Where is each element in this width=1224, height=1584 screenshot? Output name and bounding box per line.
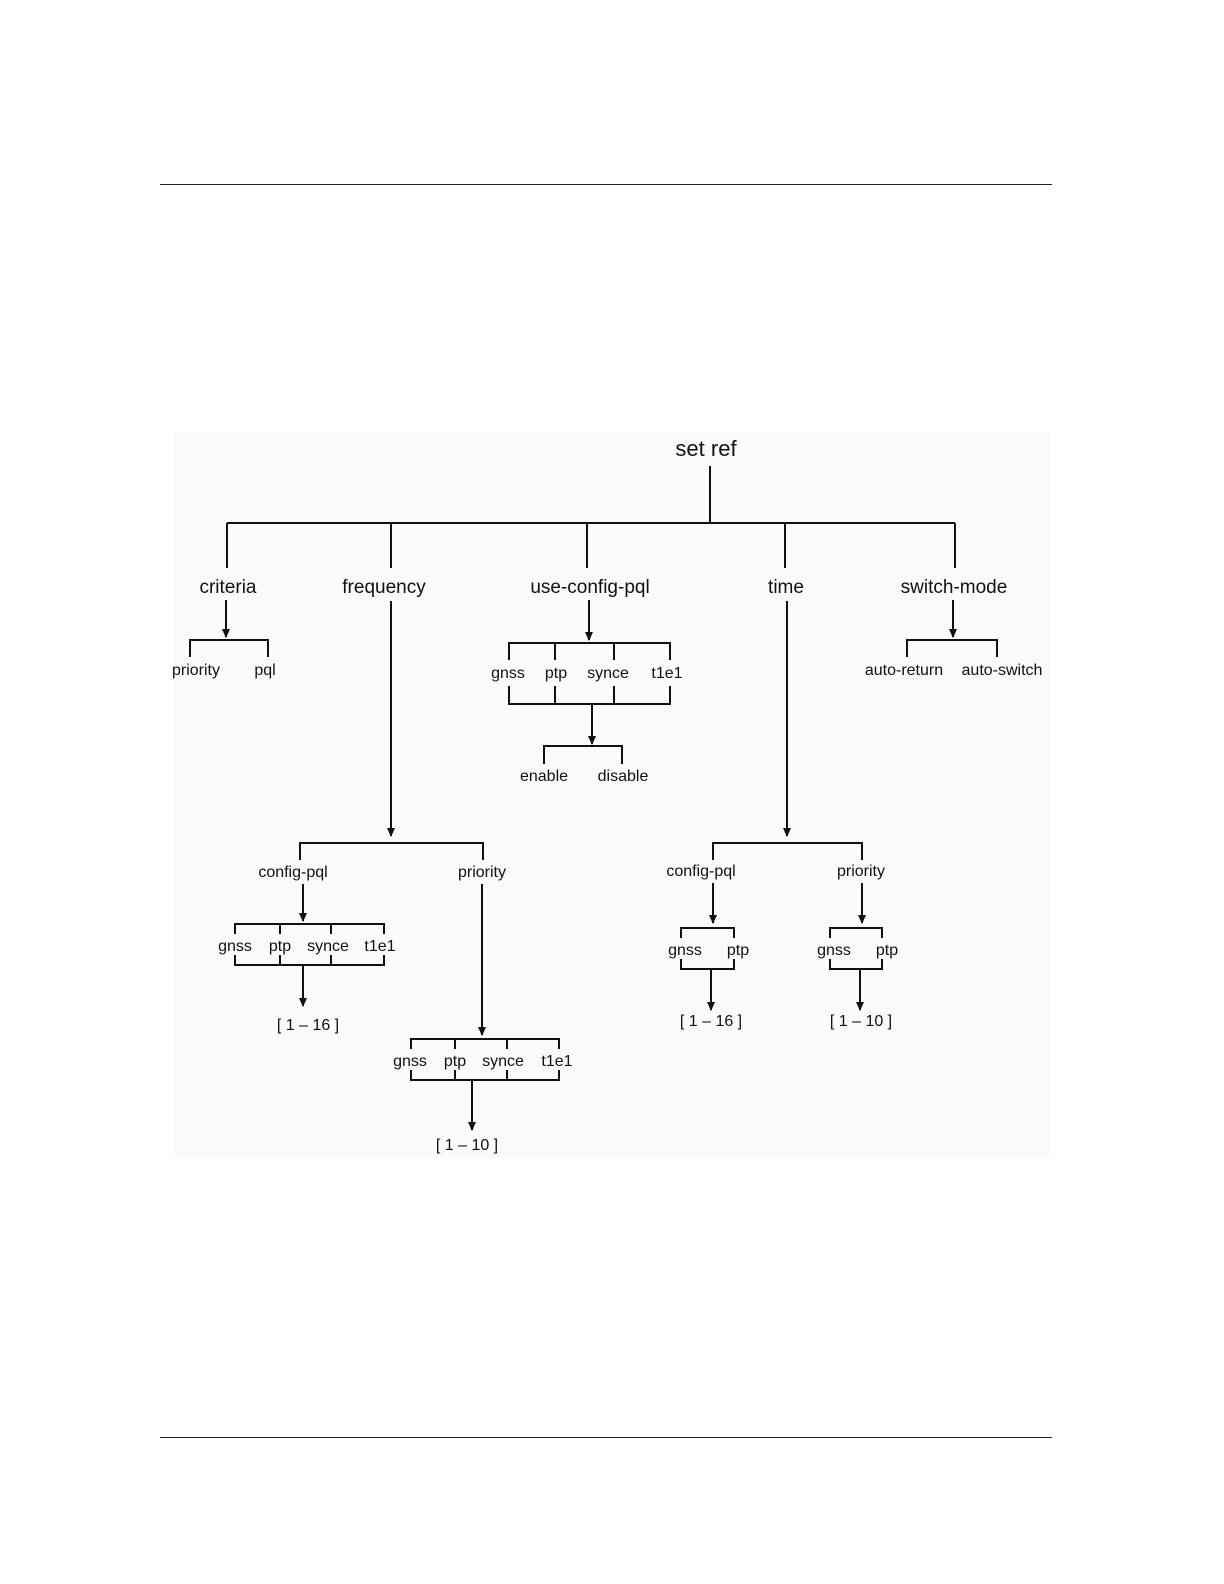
frequency-config-pql-ref-t1e1: t1e1 (364, 938, 395, 955)
time-config-pql-ref-ptp: ptp (727, 942, 749, 959)
time-label: time (768, 577, 804, 598)
time-config-pql-range: [ 1 – 16 ] (680, 1013, 742, 1030)
switch-mode-option-auto-switch: auto-switch (962, 662, 1043, 679)
criteria-option-pql: pql (254, 662, 275, 679)
frequency-priority-range: [ 1 – 10 ] (436, 1137, 498, 1154)
frequency-config-pql-ref-gnss: gnss (218, 938, 252, 955)
use-config-pql-ref-ptp: ptp (545, 665, 567, 682)
use-config-pql-ref-gnss: gnss (491, 665, 525, 682)
use-config-pql-ref-synce: synce (587, 665, 629, 682)
frequency-priority-label: priority (458, 864, 506, 881)
criteria-connectors (190, 600, 268, 657)
use-config-pql-state-disable: disable (598, 768, 649, 785)
time-priority-ref-gnss: gnss (817, 942, 851, 959)
switch-mode-connectors (907, 600, 997, 657)
use-config-pql-label: use-config-pql (530, 577, 649, 598)
switch-mode-option-auto-return: auto-return (865, 662, 943, 679)
frequency-priority-ref-synce: synce (482, 1053, 524, 1070)
root-label: set ref (675, 436, 737, 461)
frequency-config-pql-ref-synce: synce (307, 938, 349, 955)
footer-rule (160, 1437, 1052, 1438)
root-connectors (227, 466, 955, 568)
time-priority-label: priority (837, 863, 885, 880)
frequency-label: frequency (342, 577, 426, 598)
frequency-connectors (300, 601, 483, 860)
time-config-pql-ref-gnss: gnss (668, 942, 702, 959)
time-priority-range: [ 1 – 10 ] (830, 1013, 892, 1030)
switch-mode-label: switch-mode (901, 577, 1008, 598)
time-connectors (713, 601, 862, 860)
frequency-priority-ref-gnss: gnss (393, 1053, 427, 1070)
frequency-priority-ref-ptp: ptp (444, 1053, 466, 1070)
frequency-config-pql-range: [ 1 – 16 ] (277, 1017, 339, 1034)
criteria-option-priority: priority (172, 662, 220, 679)
frequency-priority-ref-t1e1: t1e1 (541, 1053, 572, 1070)
frequency-priority-connectors (411, 884, 559, 1130)
use-config-pql-ref-t1e1: t1e1 (651, 665, 682, 682)
time-config-pql-label: config-pql (666, 863, 735, 880)
use-config-pql-state-enable: enable (520, 768, 568, 785)
use-config-pql-connectors (509, 600, 670, 764)
frequency-config-pql-ref-ptp: ptp (269, 938, 291, 955)
criteria-label: criteria (199, 577, 256, 598)
time-priority-ref-ptp: ptp (876, 942, 898, 959)
frequency-config-pql-label: config-pql (258, 864, 327, 881)
